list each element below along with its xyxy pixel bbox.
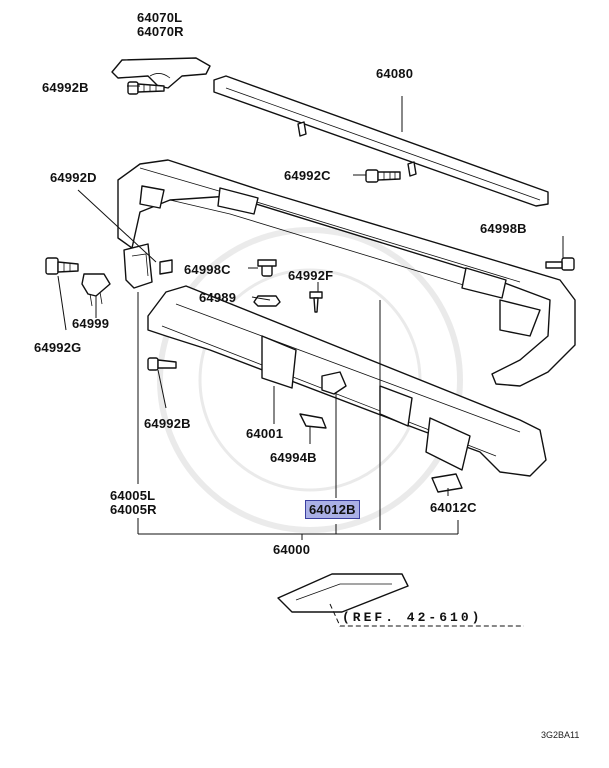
label-64992g: 64992G <box>34 340 82 355</box>
label-64012c: 64012C <box>430 500 477 515</box>
label-64005r: 64005R <box>110 502 157 517</box>
clip-64994b[interactable] <box>299 413 327 429</box>
moulding-strip-64080[interactable] <box>213 75 549 207</box>
label-64992d: 64992D <box>50 170 97 185</box>
screw-64992f[interactable] <box>309 291 323 313</box>
label-64080: 64080 <box>376 66 414 81</box>
label-64999: 64999 <box>72 316 110 331</box>
label-64992c: 64992C <box>284 168 331 183</box>
label-64000: 64000 <box>273 542 311 557</box>
bolt-64998c[interactable] <box>257 259 277 277</box>
bumper-beam[interactable] <box>147 285 547 477</box>
bracket-ref-42-610[interactable] <box>277 573 409 613</box>
diagram-code: 3G2BA11 <box>541 730 580 740</box>
end-cap-64070[interactable] <box>111 57 211 89</box>
label-64001: 64001 <box>246 426 284 441</box>
label-64992b-mid: 64992B <box>144 416 191 431</box>
clip-64999[interactable] <box>81 273 111 307</box>
label-64012b-highlighted[interactable]: 64012B <box>305 500 360 519</box>
label-64992f: 64992F <box>288 268 334 283</box>
bolt-64998b[interactable] <box>545 257 575 271</box>
leader-lines <box>57 85 564 627</box>
bolt-64992b-top[interactable] <box>127 81 165 95</box>
label-64989: 64989 <box>199 290 237 305</box>
bolt-64992g[interactable] <box>45 257 79 275</box>
label-64070l: 64070L <box>137 10 183 25</box>
reference-note: (REF. 42-610) <box>342 610 483 625</box>
bolt-64992b-mid[interactable] <box>147 357 177 371</box>
label-64070r: 64070R <box>137 24 184 39</box>
bracket-64005-left[interactable] <box>123 243 153 289</box>
label-64998c: 64998C <box>184 262 231 277</box>
bolt-64992c[interactable] <box>365 169 401 183</box>
screw-64992d[interactable] <box>159 259 173 275</box>
label-64998b: 64998B <box>480 221 527 236</box>
pad-64012c[interactable] <box>431 473 463 493</box>
pad-64012b[interactable] <box>321 371 347 395</box>
label-64005l: 64005L <box>110 488 156 503</box>
label-64992b-top: 64992B <box>42 80 89 95</box>
label-64994b: 64994B <box>270 450 317 465</box>
